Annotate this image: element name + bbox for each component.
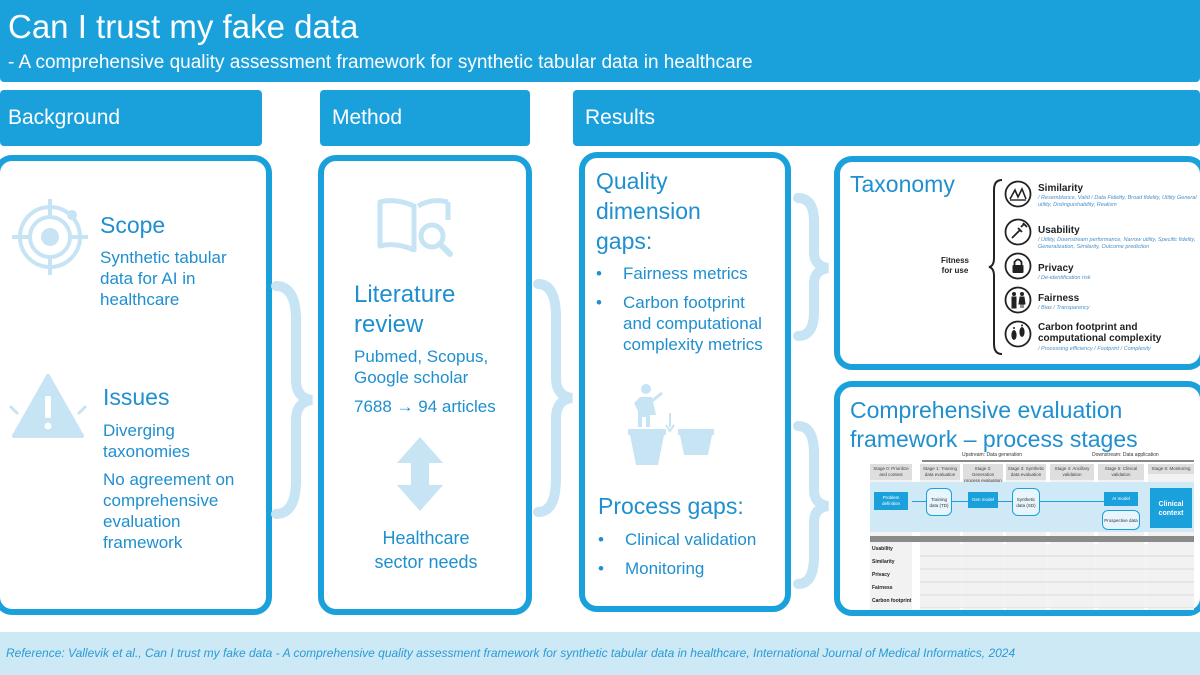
quality-gaps-heading: Quality dimension gaps: (596, 168, 701, 254)
taxonomy-brace (988, 179, 1003, 355)
framework-heading: Comprehensive evaluation framework – pro… (850, 397, 1138, 452)
gen-model-box: Gen model (968, 492, 998, 508)
target-icon (12, 199, 88, 275)
syringe-icon (1004, 218, 1032, 246)
brace-connector-method (533, 279, 573, 517)
article-count: 7688 → 94 articles (354, 397, 496, 416)
issues-heading: Issues (103, 384, 170, 410)
brace-connector-process (793, 421, 830, 589)
mini-row-usability: Usability (872, 546, 893, 552)
mini-row-similarity: Similarity (872, 559, 895, 565)
chart-icon (1004, 180, 1032, 208)
footprint-icon (1004, 320, 1032, 348)
flow-arrow-2 (952, 501, 968, 502)
title-banner (0, 0, 1200, 82)
dimension-rows-grid (920, 544, 1194, 608)
framework-mini-diagram: Upstream: Data generation Downstream: Da… (870, 452, 1194, 610)
ai-model-box: AI model (1104, 492, 1138, 506)
process-gap-clinical: • Clinical validation (598, 530, 757, 549)
section-tab-method: Method (320, 90, 530, 146)
downstream-line (1048, 460, 1194, 462)
page-subtitle: - A comprehensive quality assessment fra… (8, 52, 753, 73)
prospective-data-cylinder: Prospective data (1102, 510, 1140, 530)
footer-bar (0, 632, 1200, 675)
lock-icon (1004, 252, 1032, 280)
flow-arrow-1 (912, 501, 926, 502)
dimension-row-divider (870, 536, 1194, 542)
mini-row-fairness: Fairness (872, 585, 893, 591)
page-title: Can I trust my fake data (8, 8, 359, 45)
method-panel (318, 155, 532, 615)
scope-heading: Scope (100, 212, 166, 238)
scope-text: Synthetic tabular data for AI in healthc… (100, 248, 227, 309)
literature-sources: Pubmed, Scopus, Google scholar (354, 347, 489, 387)
process-gaps-heading: Process gaps: (598, 493, 744, 519)
results-gaps-panel (579, 152, 791, 612)
book-search-icon (377, 198, 453, 257)
up-down-arrow-icon (397, 437, 443, 511)
reference-text: Reference: Vallevik et al., Can I trust … (6, 646, 1016, 660)
issues-text-taxonomies: Diverging taxonomies (103, 421, 190, 461)
brace-connector-quality (793, 193, 830, 341)
quality-gap-fairness: • Fairness metrics (596, 264, 748, 283)
synthetic-data-cylinder: Synthetic data (SD) (1012, 488, 1040, 516)
section-tab-background: Background (0, 90, 262, 146)
issues-text-framework: No agreement on comprehensive evaluation… (103, 470, 235, 552)
flow-arrow-3 (998, 501, 1012, 502)
mini-row-privacy: Privacy (872, 572, 890, 578)
quality-gap-carbon: • Carbon footprint and computational com… (596, 293, 763, 354)
fitness-for-use-label: Fitness for use (940, 256, 969, 275)
healthcare-needs: Healthcare sector needs (374, 528, 478, 572)
mini-row-carbon: Carbon footprint (872, 598, 912, 604)
flow-arrow-4 (1040, 501, 1104, 502)
people-icon (1004, 286, 1032, 314)
problem-definition-box: Problem definition (874, 492, 908, 510)
process-gap-monitoring: • Monitoring (598, 559, 705, 578)
upstream-line (922, 460, 1078, 462)
brace-connector-background (271, 281, 313, 519)
section-tab-results: Results (573, 90, 1200, 146)
gap-cliff-icon (628, 384, 714, 465)
literature-review-heading: Literature review (354, 281, 456, 338)
training-data-cylinder: Training data (TD) (926, 488, 952, 516)
taxonomy-heading: Taxonomy (850, 171, 955, 197)
warning-icon (8, 374, 88, 438)
clinical-context-box: Clinical context (1150, 488, 1192, 528)
